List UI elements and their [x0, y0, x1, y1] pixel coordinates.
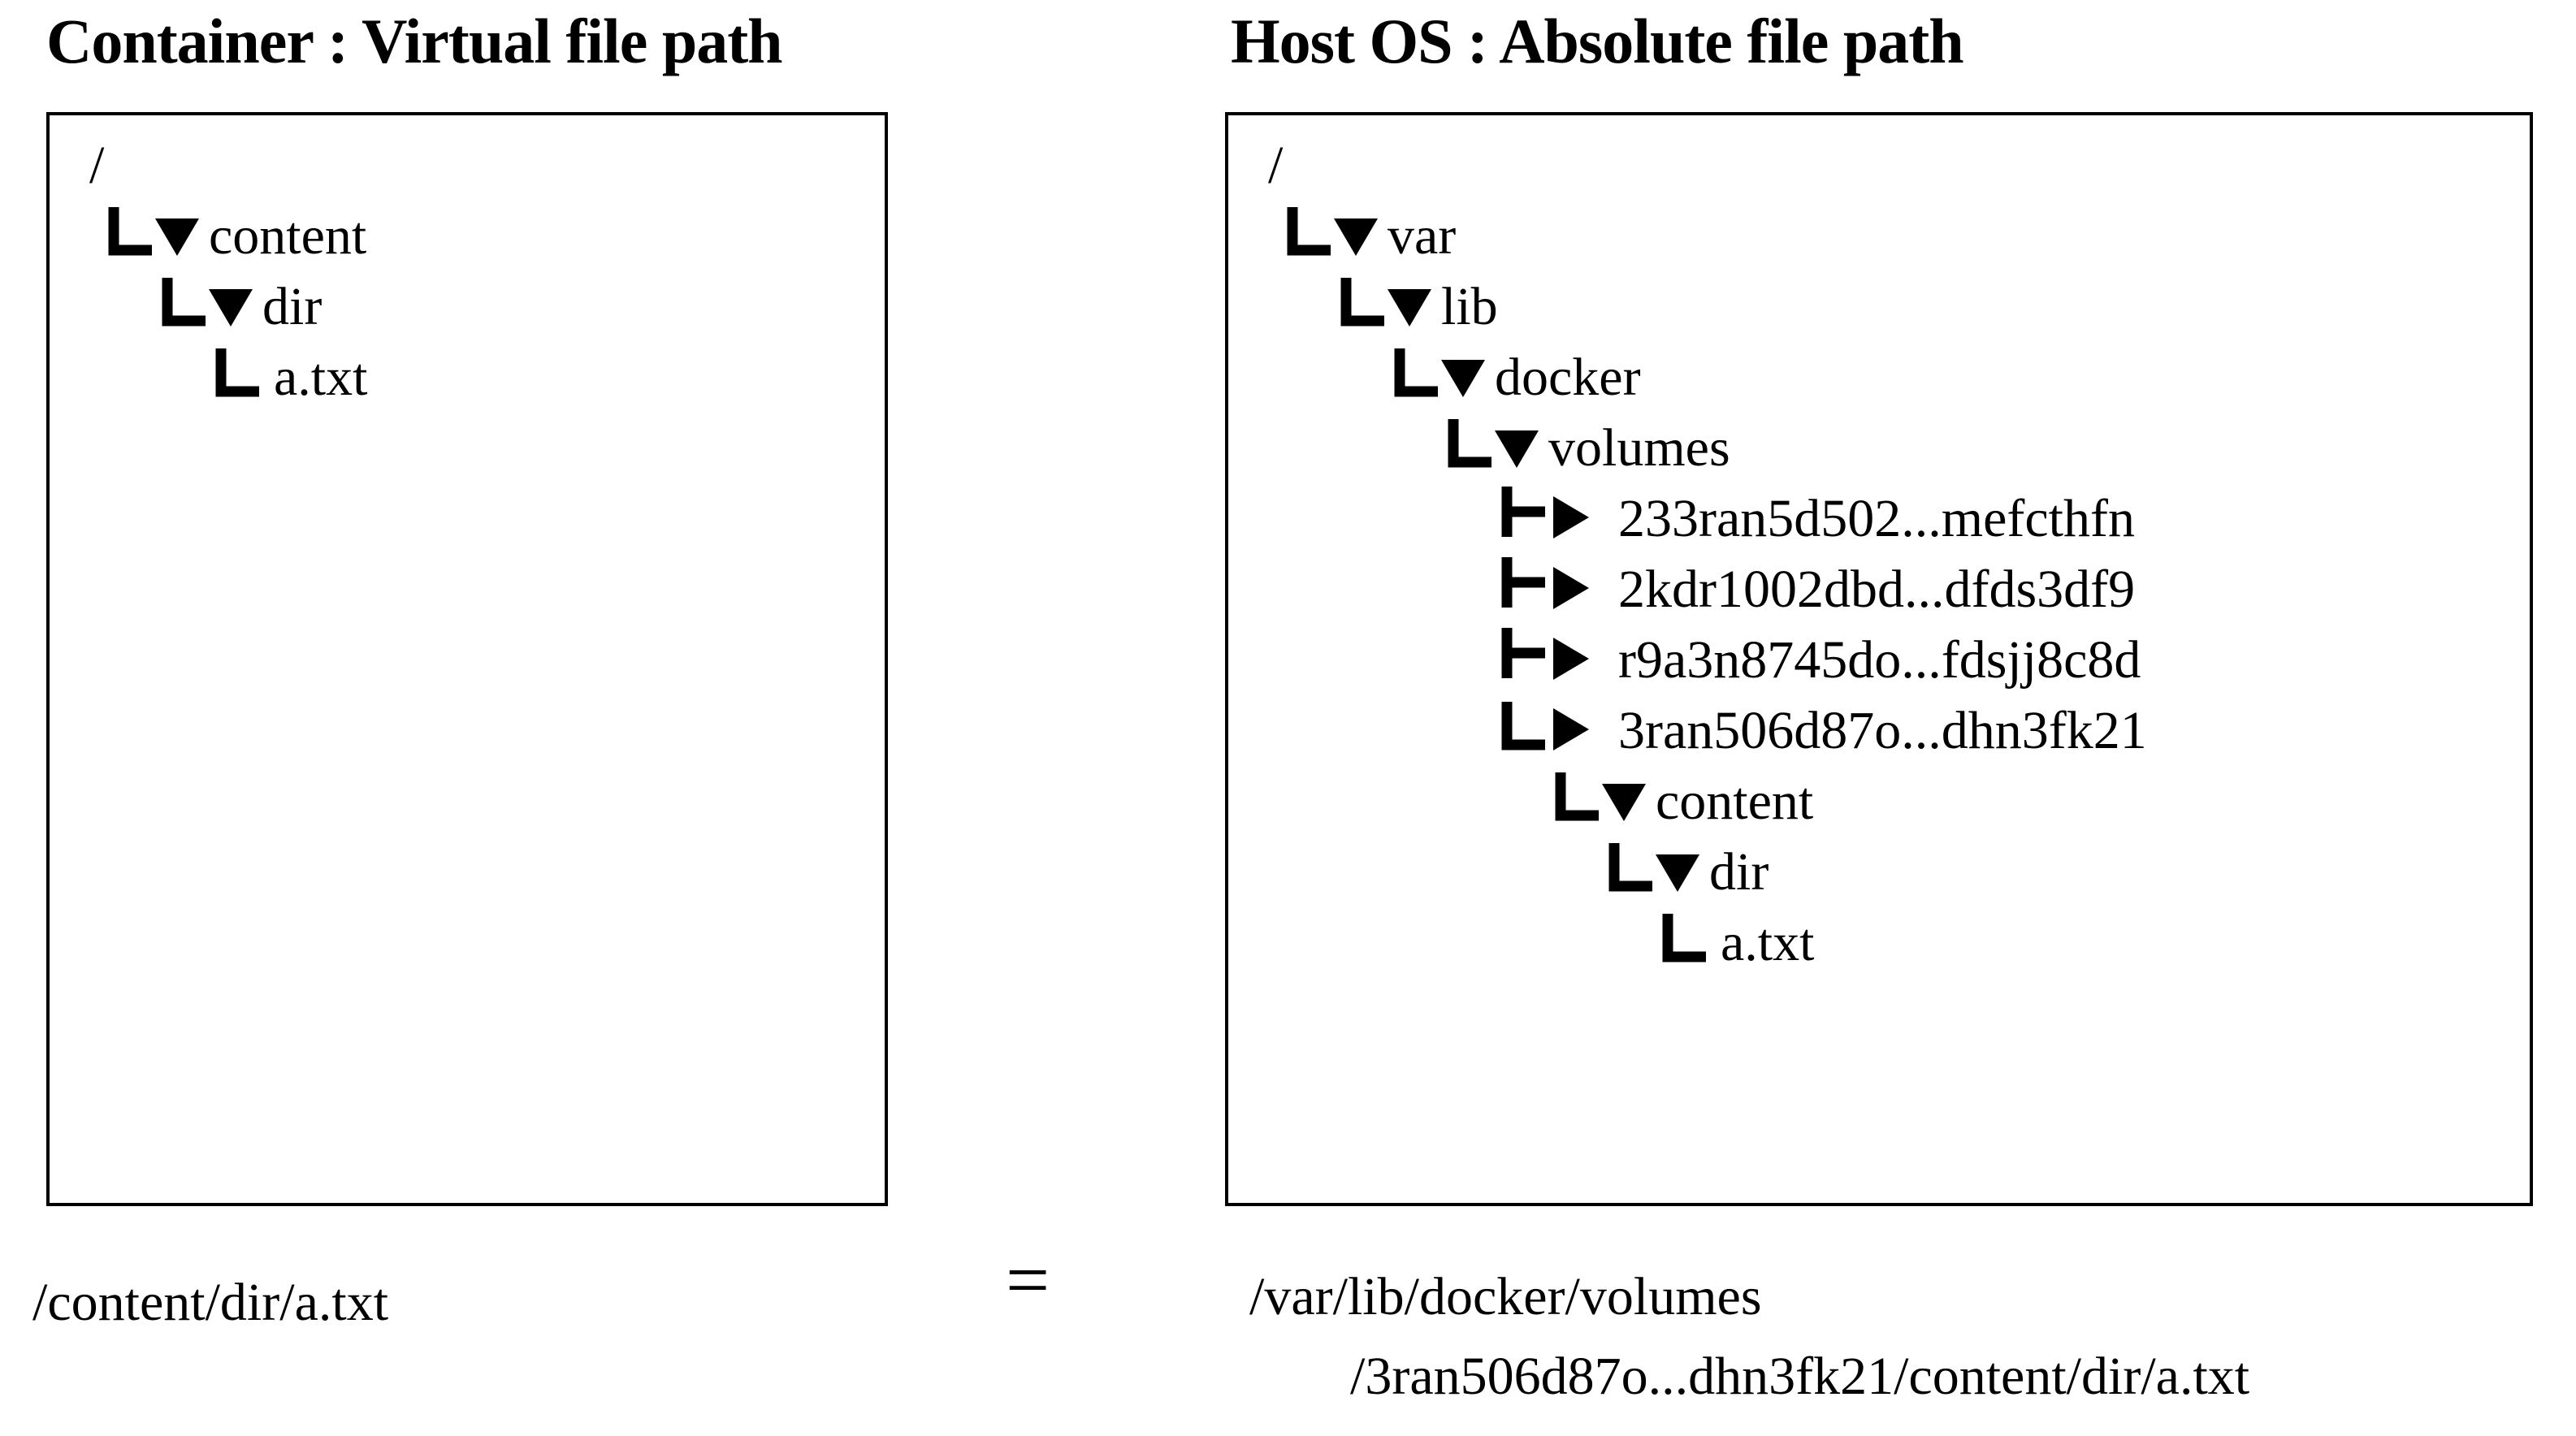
- tree-row: r9a3n8745do...fdsjj8c8d: [1268, 625, 2530, 695]
- tree-row: content: [89, 201, 885, 271]
- tree-row: content: [1268, 766, 2530, 837]
- tree-connector-corner-icon: [1287, 207, 1331, 256]
- tree-item-label: var: [1388, 206, 1457, 266]
- tree-connector-tee-icon: [1501, 487, 1545, 537]
- expanded-triangle-icon: [1495, 430, 1539, 468]
- collapsed-triangle-icon: [1553, 708, 1589, 750]
- tree-row: 2kdr1002dbd...dfds3df9: [1268, 554, 2530, 625]
- tree-row: var: [1268, 201, 2530, 271]
- host-panel-title: Host OS : Absolute file path: [1231, 6, 1964, 76]
- tree-row: a.txt: [1268, 907, 2530, 978]
- tree-row: volumes: [1268, 413, 2530, 483]
- collapsed-triangle-icon: [1553, 567, 1589, 609]
- expanded-triangle-icon: [1602, 784, 1646, 821]
- expanded-triangle-icon: [1388, 289, 1431, 327]
- collapsed-triangle-icon: [1553, 638, 1589, 680]
- tree-item-label: /: [89, 136, 105, 195]
- expanded-triangle-icon: [209, 289, 253, 327]
- tree-item-label: r9a3n8745do...fdsjj8c8d: [1618, 630, 2141, 690]
- host-tree-box: / var lib docker volumes 233ran5d502...mefcth…: [1225, 112, 2533, 1206]
- tree-row: dir: [89, 271, 885, 342]
- tree-connector-corner-icon: [1501, 702, 1545, 750]
- container-path-text: /content/dir/a.txt: [32, 1273, 389, 1332]
- tree-connector-corner-icon: [215, 348, 259, 397]
- tree-row: a.txt: [89, 342, 885, 413]
- collapsed-triangle-icon: [1553, 496, 1589, 538]
- tree-connector-corner-icon: [1394, 348, 1438, 397]
- tree-item-label: 2kdr1002dbd...dfds3df9: [1618, 560, 2136, 619]
- tree-connector-corner-icon: [108, 207, 152, 256]
- tree-row: docker: [1268, 342, 2530, 413]
- tree-item-label: dir: [262, 277, 323, 336]
- expanded-triangle-icon: [155, 218, 199, 256]
- tree-item-label: lib: [1441, 277, 1498, 336]
- equals-sign: =: [1006, 1236, 1050, 1323]
- tree-row: dir: [1268, 837, 2530, 907]
- tree-item-label: content: [209, 206, 367, 266]
- expanded-triangle-icon: [1656, 854, 1699, 892]
- tree-item-label: docker: [1495, 348, 1641, 407]
- tree-row: 233ran5d502...mefcthfn: [1268, 483, 2530, 554]
- tree-item-label: dir: [1709, 842, 1769, 902]
- tree-row: /: [89, 130, 885, 201]
- tree-connector-corner-icon: [1340, 278, 1384, 327]
- container-tree-box: / content dir a.txt: [46, 112, 888, 1206]
- tree-connector-corner-icon: [1555, 772, 1599, 821]
- container-panel-title: Container : Virtual file path: [46, 6, 783, 76]
- expanded-triangle-icon: [1334, 218, 1378, 256]
- host-path-line1: /var/lib/docker/volumes: [1249, 1267, 1762, 1326]
- host-path-text: /var/lib/docker/volumes /3ran506d87o...d…: [1249, 1257, 2249, 1417]
- tree-row: 3ran506d87o...dhn3fk21: [1268, 695, 2530, 766]
- expanded-triangle-icon: [1441, 360, 1485, 397]
- tree-item-label: a.txt: [274, 348, 368, 407]
- tree-item-label: volumes: [1548, 418, 1730, 478]
- tree-connector-corner-icon: [1448, 419, 1491, 468]
- tree-row: lib: [1268, 271, 2530, 342]
- tree-connector-tee-icon: [1501, 557, 1545, 608]
- host-path-line2: /3ran506d87o...dhn3fk21/content/dir/a.tx…: [1350, 1347, 2250, 1406]
- tree-item-label: /: [1268, 136, 1284, 195]
- tree-connector-corner-icon: [162, 278, 206, 327]
- tree-item-label: 233ran5d502...mefcthfn: [1618, 489, 2135, 548]
- tree-row: /: [1268, 130, 2530, 201]
- tree-connector-corner-icon: [1662, 914, 1706, 962]
- tree-connector-corner-icon: [1608, 843, 1652, 892]
- tree-item-label: 3ran506d87o...dhn3fk21: [1618, 701, 2147, 760]
- tree-connector-tee-icon: [1501, 628, 1545, 678]
- tree-item-label: a.txt: [1721, 913, 1815, 972]
- tree-item-label: content: [1656, 772, 1814, 831]
